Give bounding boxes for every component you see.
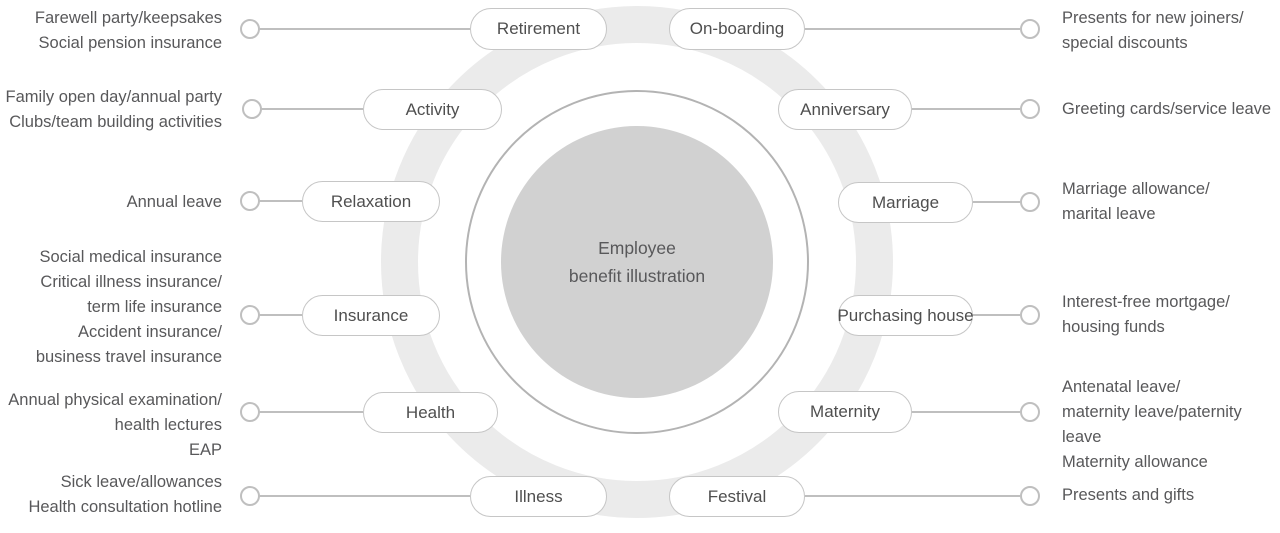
connector-line-illness <box>258 495 470 497</box>
pill-retirement: Retirement <box>470 8 607 50</box>
pill-label: Anniversary <box>800 99 890 119</box>
pill-festival: Festival <box>669 476 805 517</box>
connector-dot-health <box>240 402 260 422</box>
connector-line-marriage <box>973 201 1020 203</box>
desc-illness: Sick leave/allowances Health consultatio… <box>28 473 222 516</box>
pill-insurance: Insurance <box>302 295 440 336</box>
pill-health: Health <box>363 392 498 433</box>
pill-label: On-boarding <box>689 19 785 38</box>
center-circle: Employee benefit illustration <box>501 126 773 398</box>
connector-line-maternity <box>912 411 1020 413</box>
connector-dot-anniversary <box>1020 99 1040 119</box>
pill-marriage: Marriage <box>838 182 973 223</box>
pill-anniversary: Anniversary <box>778 89 912 130</box>
connector-dot-maternity <box>1020 402 1040 422</box>
connector-dot-activity <box>242 99 262 119</box>
pill-label: Festival <box>707 486 767 506</box>
connector-dot-insurance <box>240 305 260 325</box>
center-label: Employee benefit illustration <box>568 238 706 286</box>
pill-label: Retirement <box>496 19 581 38</box>
connector-line-festival <box>805 495 1020 497</box>
pill-activity: Activity <box>363 89 502 130</box>
pill-label: Relaxation <box>330 191 412 211</box>
desc-retirement: Farewell party/keepsakes Social pension … <box>34 9 222 52</box>
desc-relaxation: Annual leave <box>126 193 222 211</box>
connector-dot-retirement <box>240 19 260 39</box>
desc-insurance: Social medical insurance Critical illnes… <box>35 248 222 366</box>
desc-health: Annual physical examination/ health lect… <box>8 391 222 459</box>
connector-line-health <box>258 411 363 413</box>
desc-anniversary: Greeting cards/service leave <box>1062 100 1272 118</box>
connector-dot-onboarding <box>1020 19 1040 39</box>
pill-label: Purchasing house <box>837 305 974 325</box>
connector-line-purchasing-house <box>973 314 1020 316</box>
pill-label: Illness <box>514 486 563 506</box>
pill-label: Maternity <box>810 402 880 421</box>
desc-activity: Family open day/annual party Clubs/team … <box>5 88 222 131</box>
connector-line-activity <box>260 108 363 110</box>
connector-dot-purchasing-house <box>1020 305 1040 325</box>
connector-dot-illness <box>240 486 260 506</box>
connector-dot-festival <box>1020 486 1040 506</box>
desc-festival: Presents and gifts <box>1062 486 1195 504</box>
pill-maternity: Maternity <box>778 391 912 433</box>
desc-purchasing-house: Interest-free mortgage/ housing funds <box>1062 293 1230 336</box>
connector-line-insurance <box>258 314 302 316</box>
connector-dot-relaxation <box>240 191 260 211</box>
connector-dot-marriage <box>1020 192 1040 212</box>
pill-purchasing-house: Purchasing house <box>837 295 974 336</box>
connector-line-retirement <box>258 28 470 30</box>
pill-illness: Illness <box>470 476 607 517</box>
pill-label: Health <box>405 402 456 422</box>
connector-line-anniversary <box>912 108 1020 110</box>
desc-onboarding: Presents for new joiners/ special discou… <box>1062 9 1244 52</box>
pill-label: Marriage <box>871 192 940 212</box>
pill-onboarding: On-boarding <box>669 8 805 50</box>
connector-line-relaxation <box>258 200 302 202</box>
pill-label: Activity <box>405 99 460 119</box>
connector-line-onboarding <box>805 28 1020 30</box>
desc-marriage: Marriage allowance/ marital leave <box>1062 180 1210 223</box>
desc-maternity: Antenatal leave/ maternity leave/paterni… <box>1062 378 1242 471</box>
pill-relaxation: Relaxation <box>302 181 440 222</box>
pill-label: Insurance <box>333 305 409 325</box>
